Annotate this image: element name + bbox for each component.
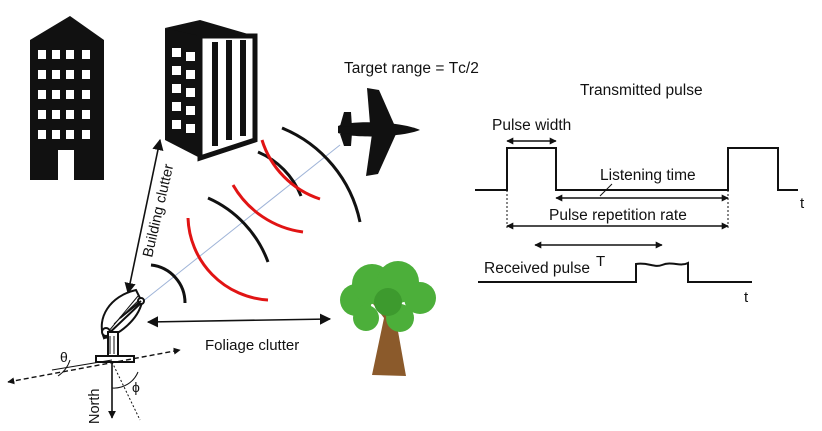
- foliage-clutter-label: Foliage clutter: [205, 337, 299, 354]
- building-icon: [30, 16, 104, 180]
- time-axis-label-bottom: t: [744, 289, 749, 306]
- transmit-wave-arc: [207, 196, 270, 263]
- phi-label: ϕ: [132, 379, 140, 395]
- foliage-clutter-arrow: [146, 313, 332, 328]
- transmitted-pulse-label: Transmitted pulse: [580, 82, 703, 99]
- pulse-repetition-rate-label: Pulse repetition rate: [549, 207, 687, 224]
- theta-label: θ: [60, 349, 68, 365]
- time-axis-label-top: t: [800, 195, 805, 212]
- reference-line: [51, 359, 113, 371]
- transmit-wave-arc: [281, 126, 362, 223]
- pulse-width-label: Pulse width: [492, 117, 571, 134]
- phi-arc: [111, 371, 139, 389]
- north-label: North: [87, 389, 103, 424]
- theta-arc: [57, 359, 71, 377]
- reference-axis-dashed: [7, 347, 181, 385]
- vertical-line: [111, 361, 141, 421]
- transmit-wave-arc: [150, 263, 187, 304]
- transmit-wave-arc: [257, 150, 303, 197]
- listening-time-label: Listening time: [600, 167, 696, 184]
- tau-label: Τ: [596, 253, 605, 270]
- building-icon: [165, 20, 258, 162]
- building-clutter-arrow: [124, 138, 164, 295]
- transmitted-pulse-waveform: [475, 147, 798, 191]
- echo-wave-arc: [260, 139, 321, 201]
- airplane-icon: [338, 88, 420, 176]
- received-pulse-waveform: [478, 261, 752, 283]
- tree-icon: [340, 261, 436, 376]
- echo-wave-arc: [231, 184, 304, 234]
- received-pulse-label: Received pulse: [484, 260, 590, 277]
- radar-dish-icon: [95, 288, 145, 363]
- listening-time-pointer: [599, 183, 613, 197]
- echo-wave-arc: [186, 217, 269, 302]
- target-range-label: Target range = Τc/2: [344, 60, 479, 77]
